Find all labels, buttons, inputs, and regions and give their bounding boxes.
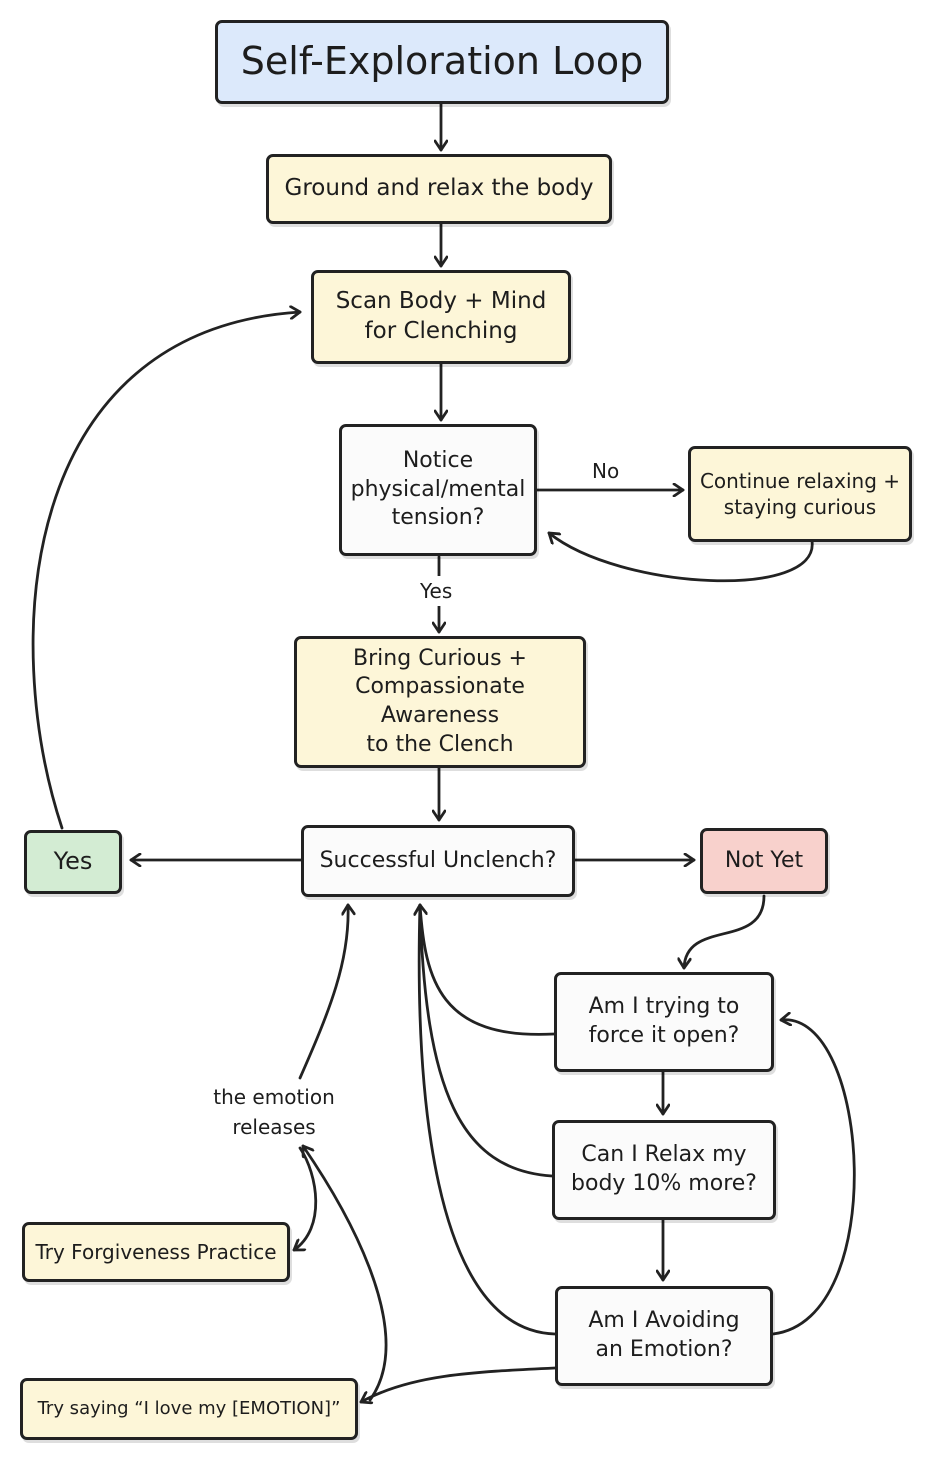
- arrow-yes-to-scan: [31, 312, 302, 830]
- force-question: Am I trying to force it open?: [554, 972, 774, 1072]
- edge-label-emotion-releases: the emotion releases: [206, 1082, 342, 1142]
- love-emotion-step: Try saying “I love my [EMOTION]”: [20, 1378, 358, 1440]
- arrow-release-to-forgive: [292, 1146, 318, 1252]
- continue-step: Continue relaxing + staying curious: [688, 446, 912, 542]
- avoid-question: Am I Avoiding an Emotion?: [555, 1286, 773, 1386]
- edge-label-no: No: [590, 456, 622, 486]
- arrow-avoid-to-love: [359, 1366, 557, 1402]
- title-box: Self-Exploration Loop: [215, 20, 669, 104]
- ground-step: Ground and relax the body: [266, 154, 612, 224]
- bring-awareness-step: Bring Curious + Compassionate Awareness …: [294, 636, 586, 768]
- arrow-force-to-unclench: [420, 903, 556, 1036]
- arrow-relax-to-unclench: [418, 903, 554, 1178]
- arrow-love-to-release: [301, 1144, 388, 1402]
- notice-decision: Notice physical/mental tension?: [339, 424, 537, 556]
- arrow-release-to-unclench: [298, 903, 348, 1080]
- edge-label-yes: Yes: [418, 576, 455, 606]
- yes-outcome: Yes: [24, 830, 122, 894]
- arrow-avoid-to-force: [771, 1020, 856, 1336]
- relax-question: Can I Relax my body 10% more?: [552, 1120, 776, 1220]
- not-yet-outcome: Not Yet: [700, 828, 828, 894]
- arrow-continue-to-notice: [547, 531, 814, 583]
- arrow-not-yet-to-force: [684, 894, 766, 970]
- forgiveness-step: Try Forgiveness Practice: [22, 1222, 290, 1282]
- unclench-decision: Successful Unclench?: [301, 825, 575, 897]
- scan-step: Scan Body + Mind for Clenching: [311, 270, 571, 364]
- arrow-avoid-to-unclench: [417, 903, 557, 1336]
